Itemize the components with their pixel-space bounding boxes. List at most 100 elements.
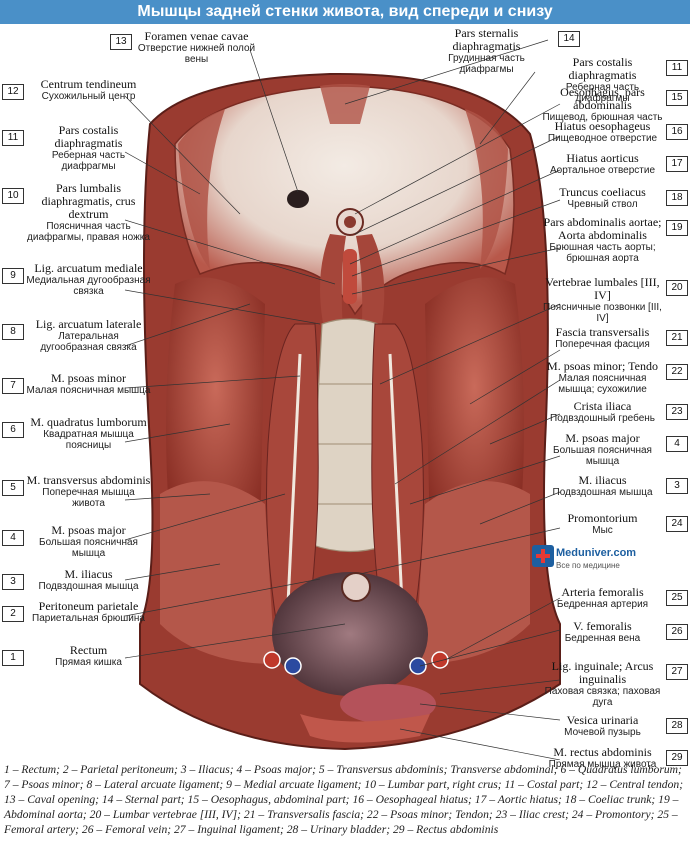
label-number: 9 <box>2 268 24 284</box>
label-latin: Fascia transversalis <box>555 325 650 339</box>
label-latin: Lig. inguinale; Arcus inguinalis <box>551 659 654 686</box>
label-latin: Centrum tendineum <box>40 77 137 91</box>
label-russian: Мочевой пузырь <box>564 727 641 738</box>
label-russian: Поясничная часть диафрагмы, правая ножка <box>27 221 150 243</box>
label-number: 25 <box>666 590 688 606</box>
label-latin: Crista iliaca <box>573 399 632 413</box>
label-number: 11 <box>666 60 688 76</box>
anatomy-label: Pars abdominalis aortae; Aorta abdominal… <box>540 215 665 265</box>
label-latin: Pars abdominalis aortae; Aorta abdominal… <box>543 215 662 242</box>
psoas-minor-tendon-left <box>286 353 302 605</box>
label-number: 24 <box>666 516 688 532</box>
label-latin: V. femoralis <box>573 619 632 633</box>
label-number: 20 <box>666 280 688 296</box>
label-latin: M. psoas major <box>565 431 640 445</box>
label-latin: Arteria femoralis <box>561 585 644 599</box>
label-latin: Pars lumbalis diaphragmatis, crus dextru… <box>41 181 136 221</box>
label-latin: Pars costalis diaphragmatis <box>54 123 123 150</box>
label-latin: M. rectus abdominis <box>553 745 652 759</box>
femoral-artery-right <box>431 651 449 669</box>
label-russian: Подвздошный гребень <box>550 413 655 424</box>
label-russian: Подвздошная мышца <box>552 487 653 498</box>
label-russian: Грудинная часть диафрагмы <box>448 53 525 75</box>
label-latin: Peritoneum parietale <box>38 599 139 613</box>
label-number: 5 <box>2 480 24 496</box>
label-latin: Oesophagus, pars abdominalis <box>560 85 645 112</box>
label-number: 16 <box>666 124 688 140</box>
label-latin: M. iliacus <box>578 473 627 487</box>
label-latin: Pars costalis diaphragmatis <box>568 55 637 82</box>
label-latin: Promontorium <box>567 511 638 525</box>
label-number: 18 <box>666 190 688 206</box>
label-number: 3 <box>666 478 688 494</box>
label-latin: Rectum <box>69 643 108 657</box>
label-latin: Truncus coeliacus <box>559 185 646 199</box>
label-russian: Бедренная артерия <box>556 599 649 610</box>
logo-tagline: Все по медицине <box>556 561 620 570</box>
caval-opening <box>287 190 309 208</box>
rectus-abdominis <box>300 714 430 743</box>
label-russian: Пищеводное отверстие <box>547 133 658 144</box>
label-number: 14 <box>558 31 580 47</box>
anatomy-label: Pars lumbalis diaphragmatis, crus dextru… <box>26 181 151 244</box>
label-latin: M. iliacus <box>64 567 113 581</box>
femoral-vein-right <box>409 657 427 675</box>
logo-name: Meduniver.com <box>556 547 637 559</box>
label-number: 26 <box>666 624 688 640</box>
label-number: 6 <box>2 422 24 438</box>
label-russian: Паховая связка; паховая дуга <box>544 686 661 708</box>
label-number: 1 <box>2 650 24 666</box>
label-russian: Большая поясничная мышца <box>553 445 652 467</box>
rectum <box>341 572 371 602</box>
label-latin: M. transversus abdominis <box>26 473 151 487</box>
label-russian: Медиальная дугообразная связка <box>26 275 151 297</box>
aorta <box>343 249 357 304</box>
anatomy-label: Vertebrae lumbales [III, IV]Поясничные п… <box>540 275 665 325</box>
label-latin: Vertebrae lumbales [III, IV] <box>545 275 660 302</box>
medical-cross-icon <box>532 545 554 567</box>
abdominal-wall-drawing <box>124 39 561 761</box>
label-number: 3 <box>2 574 24 590</box>
legend-caption: 1 – Rectum; 2 – Parietal peritoneum; 3 –… <box>4 763 684 836</box>
label-russian: Бедренная вена <box>564 633 641 644</box>
label-latin: Vesica urinaria <box>566 713 639 727</box>
label-number: 21 <box>666 330 688 346</box>
label-number: 4 <box>666 436 688 452</box>
label-number: 12 <box>2 84 24 100</box>
label-russian: Поперечная фасция <box>555 339 650 350</box>
label-number: 22 <box>666 364 688 380</box>
femoral-vein-left <box>284 657 302 675</box>
label-number: 8 <box>2 324 24 340</box>
urinary-bladder <box>340 684 436 724</box>
label-russian: Мыс <box>592 525 613 536</box>
label-russian: Прямая мышца живота <box>548 759 657 770</box>
label-latin: M. psoas minor <box>51 371 126 385</box>
label-number: 11 <box>2 130 24 146</box>
label-russian: Квадратная мышца поясницы <box>43 429 134 451</box>
label-number: 10 <box>2 188 24 204</box>
anatomy-illustration <box>0 24 690 761</box>
label-number: 27 <box>666 664 688 680</box>
costal-part-left <box>178 109 225 269</box>
label-russian: Аортальное отверстие <box>549 165 656 176</box>
